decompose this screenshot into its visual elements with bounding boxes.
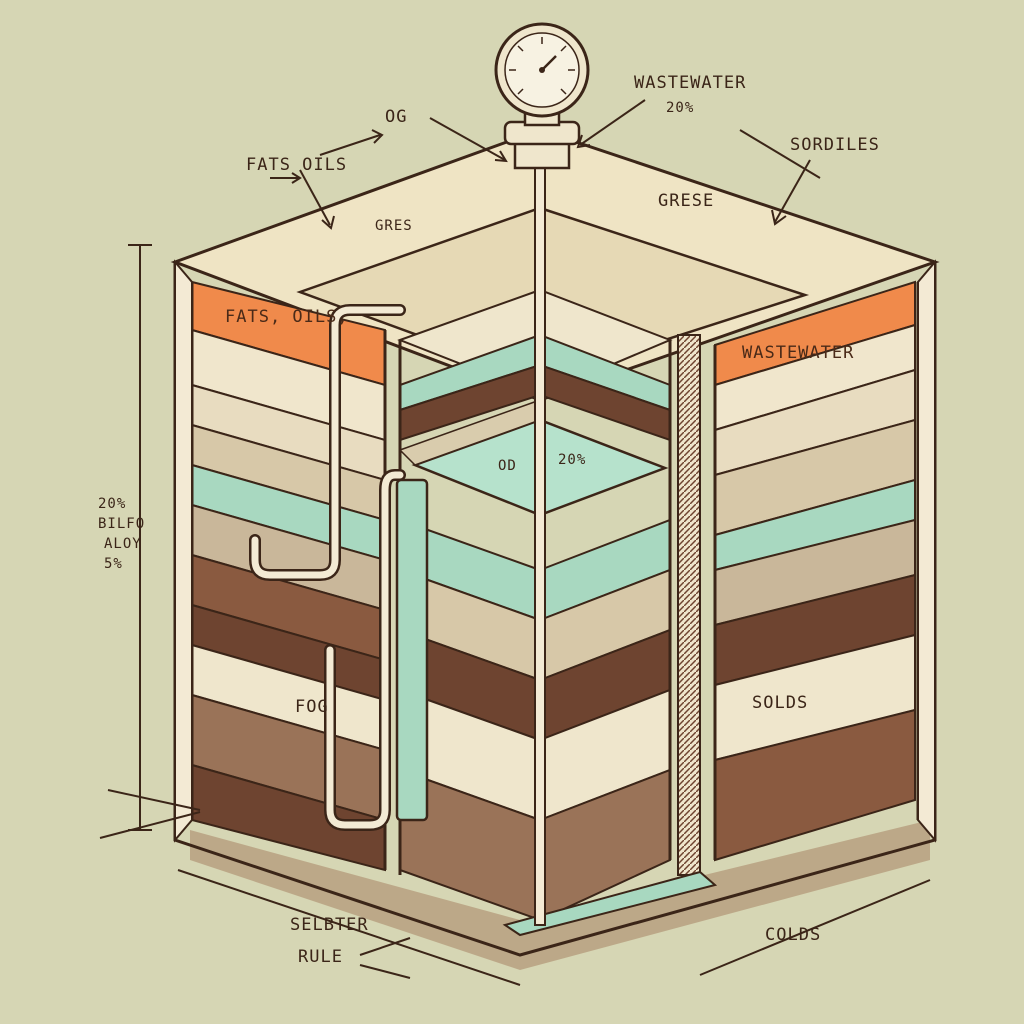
label-gres: GRES [375, 218, 413, 234]
label-side-aloy: ALOY [104, 536, 142, 552]
tank-frame-left-edge [174, 259, 193, 843]
label-side-percent-2: 5% [104, 556, 123, 572]
hatched-divider [677, 334, 701, 876]
label-wastewater-top: WASTEWATER [634, 73, 746, 93]
label-band-wastewater: WASTEWATER [742, 343, 854, 363]
label-side-bilfo: BILFO [98, 516, 145, 532]
label-og: OG [385, 107, 407, 127]
dimension-lines [99, 244, 931, 986]
label-pool-od: OD [498, 458, 517, 474]
label-colds: COLDS [765, 925, 821, 945]
label-band-fats-oils: FATS, OILS, [225, 307, 349, 327]
outlet-channel [502, 870, 718, 937]
label-side-percent-1: 20% [98, 496, 126, 512]
label-selbter: SELBTER [290, 915, 369, 935]
right-face-layers [714, 280, 916, 862]
label-sordiles: SORDILES [790, 135, 880, 155]
label-percent-top: 20% [666, 100, 694, 116]
label-solds: SOLDS [752, 693, 808, 713]
label-fats-oils-top: FATS OILS [246, 155, 347, 175]
pressure-gauge-icon [494, 22, 590, 170]
label-rule: RULE [298, 947, 343, 967]
label-fog: FOG [295, 697, 329, 717]
label-grese: GRESE [658, 191, 714, 211]
tank-frame-right-edge [917, 259, 936, 843]
gauge-rod [534, 164, 546, 926]
label-pool-percent: 20% [558, 452, 586, 468]
sight-tube [395, 478, 429, 822]
leader-arrows [270, 99, 821, 979]
